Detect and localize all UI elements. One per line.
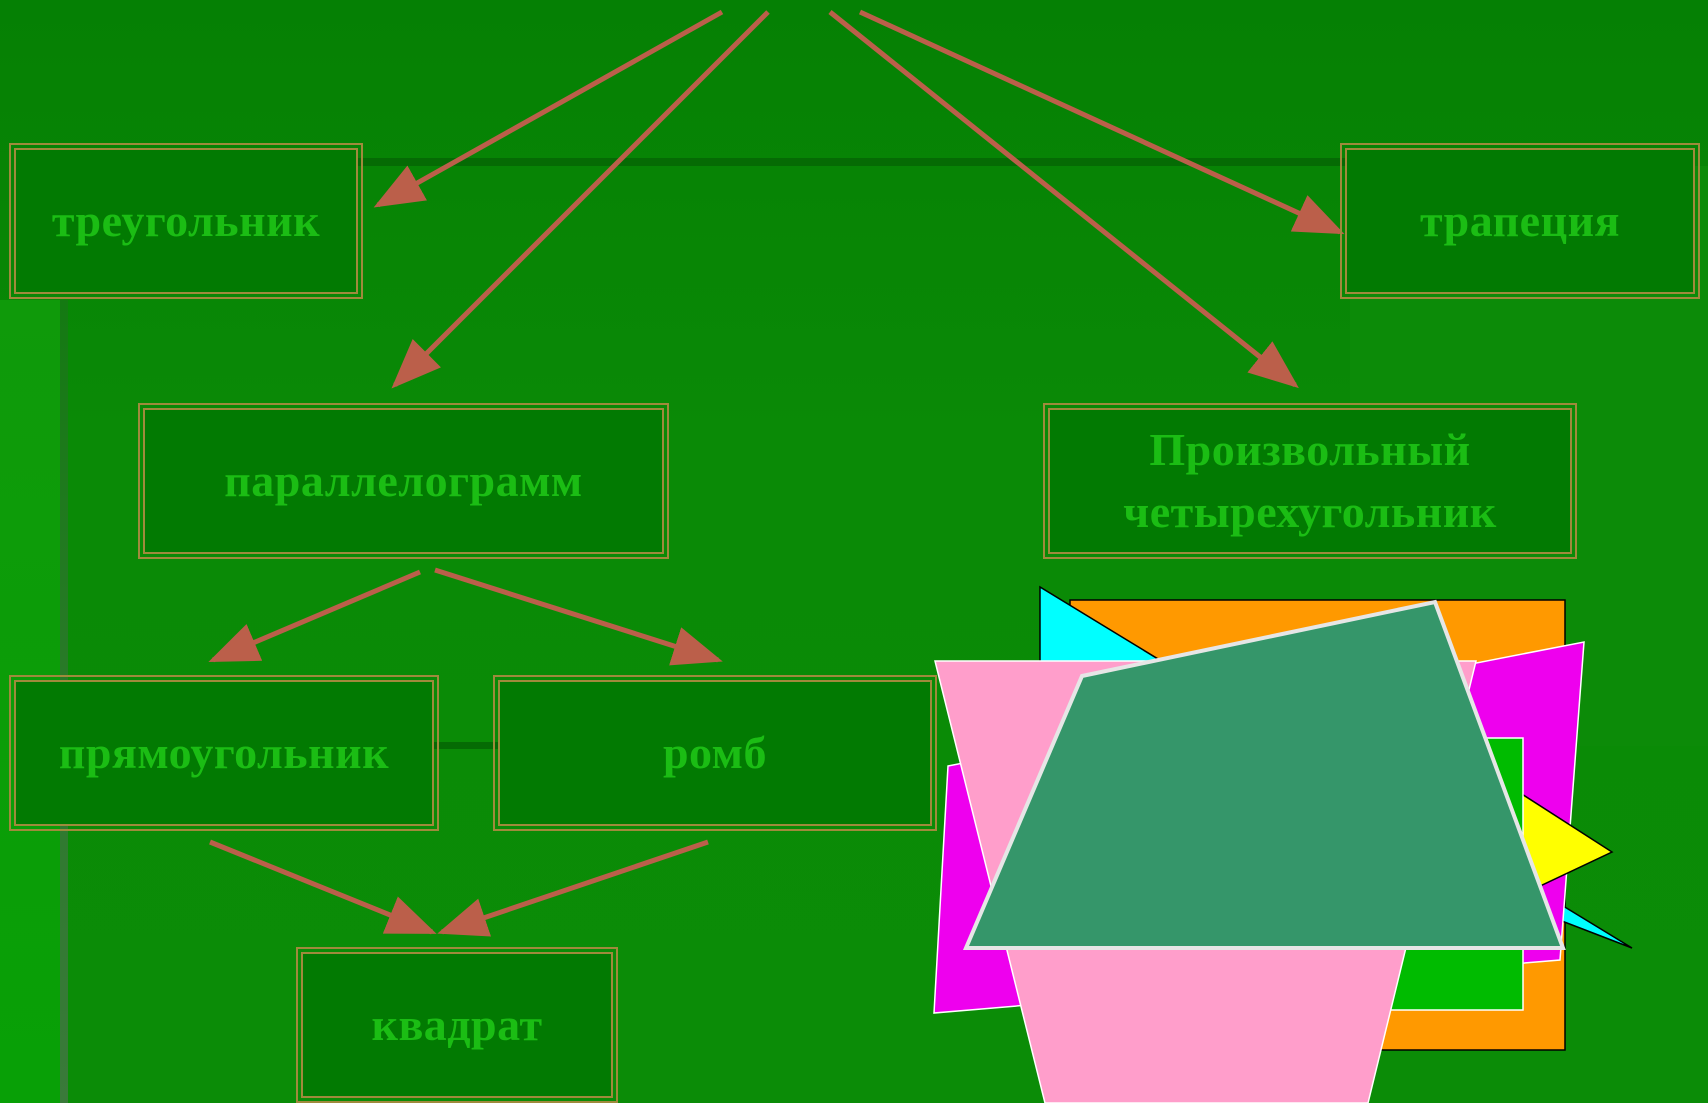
square-box: квадрат <box>296 947 618 1103</box>
background-line-mid <box>430 742 510 749</box>
rhombus-label: ромб <box>662 726 768 778</box>
rectangle-label: прямоугольник <box>58 726 390 778</box>
parallelogram-label: параллелограмм <box>224 454 583 506</box>
arrow-to-triangle <box>373 9 724 208</box>
rhombus-box: ромб <box>493 675 937 831</box>
triangle-box: треугольник <box>9 143 363 299</box>
trapezoid-box: трапеция <box>1340 143 1700 299</box>
square-label: квадрат <box>371 998 543 1050</box>
arbitrary-label-line1: Произвольный <box>1149 423 1471 475</box>
arrow-to-arbitrary <box>828 10 1299 389</box>
rectangle-box: прямоугольник <box>9 675 439 831</box>
trapezoid-label: трапеция <box>1420 194 1620 246</box>
teal-trapezoid-shape <box>962 599 1566 950</box>
arrow-to-rhombus <box>434 567 723 666</box>
arrow-rhomb-to-square <box>437 839 709 937</box>
arrow-to-parallelogram <box>391 10 770 389</box>
triangle-label: треугольник <box>51 194 321 246</box>
arrow-to-rectangle <box>208 569 421 663</box>
arrow-rect-to-square <box>209 839 437 935</box>
parallelogram-box: параллелограмм <box>138 403 669 559</box>
arbitrary-label-line2: четырехугольник <box>1123 486 1497 537</box>
arrow-to-trapezoid <box>858 9 1345 235</box>
arbitrary-quadrilateral-box: Произвольный четырехугольник <box>1043 403 1577 559</box>
background-line-top <box>330 158 1680 166</box>
